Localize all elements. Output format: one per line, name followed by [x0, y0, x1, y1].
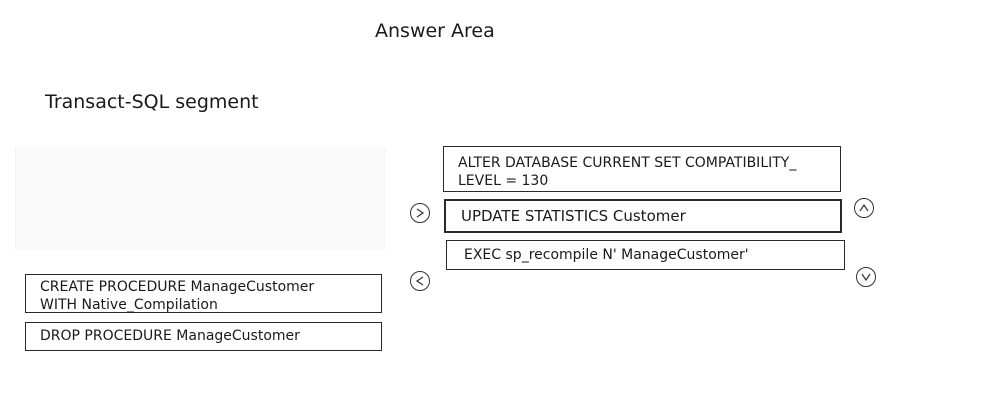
answer-item-line: ALTER DATABASE CURRENT SET COMPATIBILITY… [458, 155, 797, 171]
source-item-drop-procedure[interactable]: DROP PROCEDURE ManageCustomer [25, 322, 382, 351]
answer-item-exec-recompile[interactable]: EXEC sp_recompile N' ManageCustomer' [446, 240, 845, 270]
source-item-create-procedure[interactable]: CREATE PROCEDURE ManageCustomer WITH Nat… [25, 274, 382, 313]
answer-area-title: Answer Area [375, 20, 495, 42]
move-left-button[interactable] [410, 271, 430, 291]
move-down-button[interactable] [856, 267, 876, 287]
move-left-icon [415, 276, 424, 286]
move-down-icon [861, 273, 871, 282]
move-up-button[interactable] [854, 198, 874, 218]
move-right-button[interactable] [410, 203, 430, 223]
source-drop-area [15, 147, 385, 250]
answer-item-alter-database[interactable]: ALTER DATABASE CURRENT SET COMPATIBILITY… [443, 146, 841, 192]
source-item-line: WITH Native_Compilation [40, 297, 218, 313]
move-up-icon [859, 203, 869, 212]
answer-item-line: EXEC sp_recompile N' ManageCustomer' [464, 247, 749, 263]
answer-item-update-statistics[interactable]: UPDATE STATISTICS Customer [444, 199, 842, 233]
source-item-line: CREATE PROCEDURE ManageCustomer [40, 279, 315, 295]
answer-item-line: UPDATE STATISTICS Customer [461, 207, 686, 225]
segment-heading: Transact-SQL segment [45, 91, 259, 113]
move-right-icon [416, 208, 425, 218]
source-item-line: DROP PROCEDURE ManageCustomer [40, 328, 300, 344]
answer-item-line: LEVEL = 130 [458, 173, 549, 189]
